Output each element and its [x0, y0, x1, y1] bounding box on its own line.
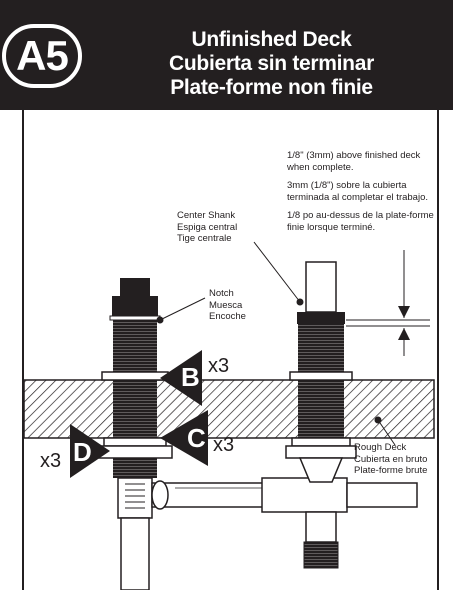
callout-b-arrow — [160, 350, 202, 406]
callout-d-arrow — [70, 424, 110, 478]
right-valve-assembly — [285, 261, 357, 569]
callout-c-letter: C — [187, 423, 206, 453]
step-number: A5 — [16, 32, 69, 79]
header-bar: A5 Unfinished Deck Cubierta sin terminar… — [0, 0, 453, 110]
left-valve-assembly — [97, 278, 173, 590]
callout-c-arrow — [160, 410, 208, 466]
center-shank-label: Center Shank Espiga central Tige central… — [177, 210, 238, 244]
note-spanish: 3mm (1/8") sobre la cubierta terminada a… — [287, 180, 428, 203]
rough-deck — [23, 379, 435, 439]
note-french: 1/8 po au-dessus de la plate-forme finie… — [287, 210, 434, 233]
step-badge: A5 — [2, 24, 82, 88]
callout-b-letter: B — [181, 362, 200, 392]
leader-lines — [156, 241, 396, 446]
callout-d-quantity: x3 — [40, 450, 62, 472]
rough-deck-label: Rough Deck Cubierta en bruto Plate-forme… — [354, 442, 428, 476]
title-french: Plate-forme non finie — [170, 76, 373, 99]
title-spanish: Cubierta sin terminar — [169, 52, 374, 75]
height-dimension — [346, 250, 430, 356]
callout-d-letter: D — [73, 437, 92, 467]
notch-label: Notch Muesca Encoche — [209, 288, 246, 322]
callout-c-quantity: x3 — [213, 434, 235, 456]
title-english: Unfinished Deck — [191, 28, 352, 51]
callout-b-quantity: x3 — [208, 355, 230, 377]
note-english: 1/8" (3mm) above finished deck when comp… — [287, 150, 421, 173]
illustration-panel — [22, 110, 439, 590]
connecting-pipe — [151, 477, 418, 513]
